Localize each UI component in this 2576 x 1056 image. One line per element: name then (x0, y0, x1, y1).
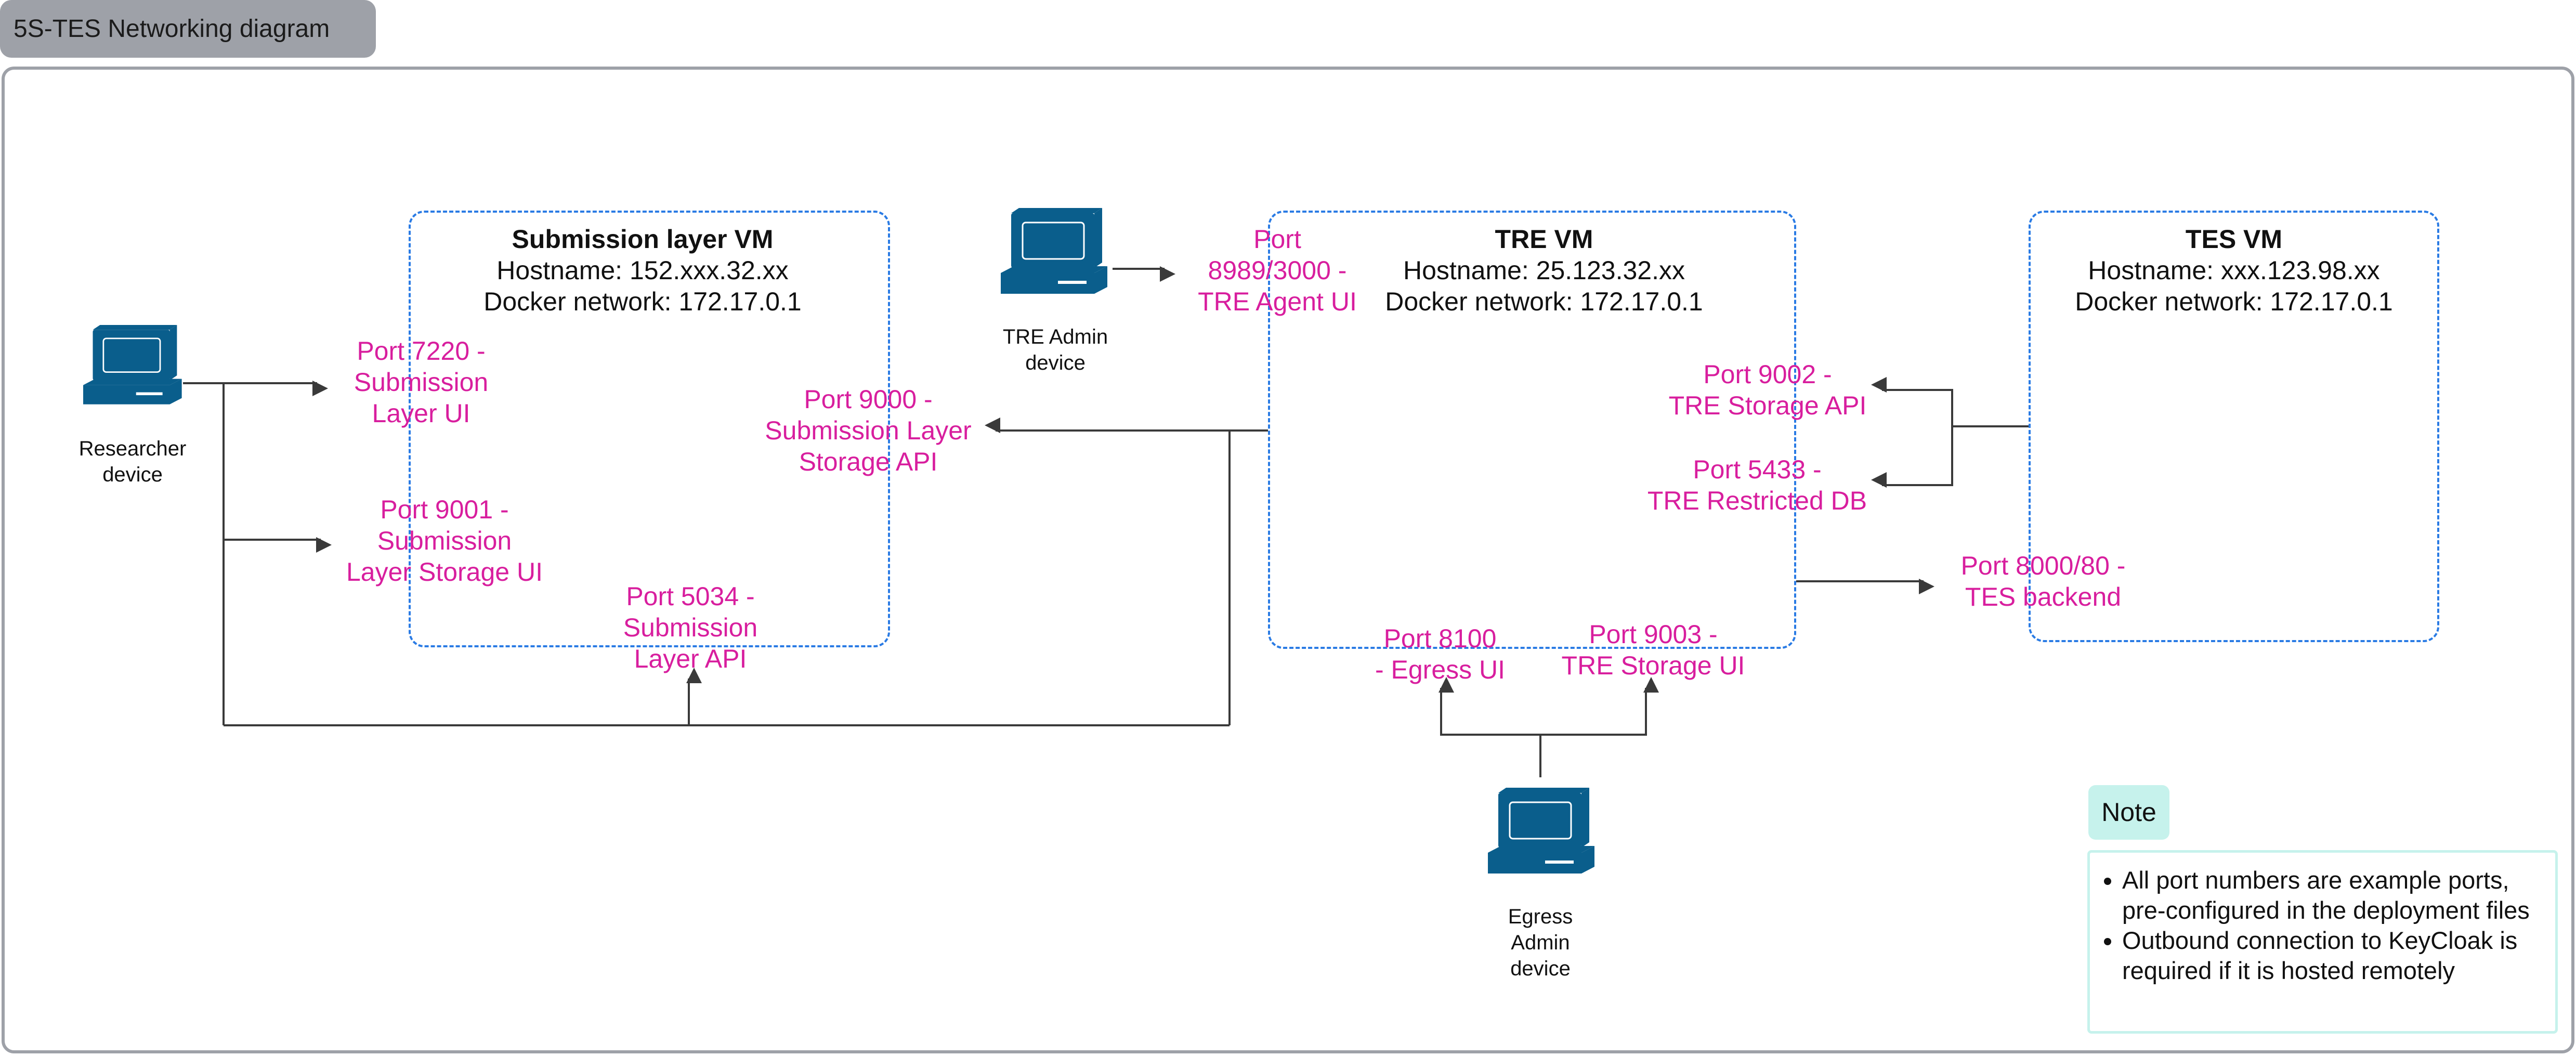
arrow-egress-to-8100 (1439, 677, 1540, 736)
note-item: All port numbers are example ports, pre-… (2122, 865, 2545, 925)
tre-vm-title: TRE VM (1495, 225, 1593, 254)
arrow-tes-to-9002 (1871, 377, 1953, 426)
tre-admin-computer-icon (1001, 208, 1107, 294)
diagram-frame (2, 67, 2574, 1053)
port-8100-label: Port 8100- Egress UI (1375, 624, 1506, 684)
arrow-tes-to-5433 (1871, 426, 1953, 488)
submission-vm-hostname: Hostname: 152.xxx.32.xx (496, 256, 789, 285)
port-5433-label: Port 5433 -TRE Restricted DB (1647, 455, 1867, 515)
tes-vm-header: TES VM Hostname: xxx.123.98.xx Docker ne… (2026, 224, 2442, 317)
tre-vm-header: TRE VM Hostname: 25.123.32.xx Docker net… (1336, 224, 1752, 317)
port-9003-label: Port 9003 -TRE Storage UI (1561, 620, 1745, 680)
diagram-title: 5S-TES Networking diagram (0, 0, 376, 58)
egress-admin-computer-icon (1488, 788, 1594, 874)
port-8000-label: Port 8000/80 -TES backend (1960, 551, 2126, 611)
tes-vm-title: TES VM (2185, 225, 2283, 254)
note-item: Outbound connection to KeyCloak is requi… (2122, 925, 2545, 986)
tre-vm-hostname: Hostname: 25.123.32.xx (1403, 256, 1685, 285)
submission-vm-header: Submission layer VM Hostname: 152.xxx.32… (435, 224, 851, 317)
note-list: All port numbers are example ports, pre-… (2104, 865, 2545, 986)
submission-vm-title: Submission layer VM (512, 225, 774, 254)
note-label: Note (2088, 785, 2169, 840)
tre-vm-box (1268, 211, 1796, 649)
port-9002-label: Port 9002 -TRE Storage API (1668, 360, 1867, 420)
tre-vm-docker: Docker network: 172.17.0.1 (1385, 287, 1703, 316)
tes-vm-docker: Docker network: 172.17.0.1 (2075, 287, 2393, 316)
tes-vm-box (2029, 211, 2439, 642)
note-box: All port numbers are example ports, pre-… (2087, 850, 2558, 1034)
submission-vm-docker: Docker network: 172.17.0.1 (483, 287, 802, 316)
researcher-computer-icon (83, 325, 182, 405)
submission-vm-box (409, 211, 890, 647)
tes-vm-hostname: Hostname: xxx.123.98.xx (2088, 256, 2380, 285)
arrow-egress-to-9003 (1540, 677, 1659, 736)
